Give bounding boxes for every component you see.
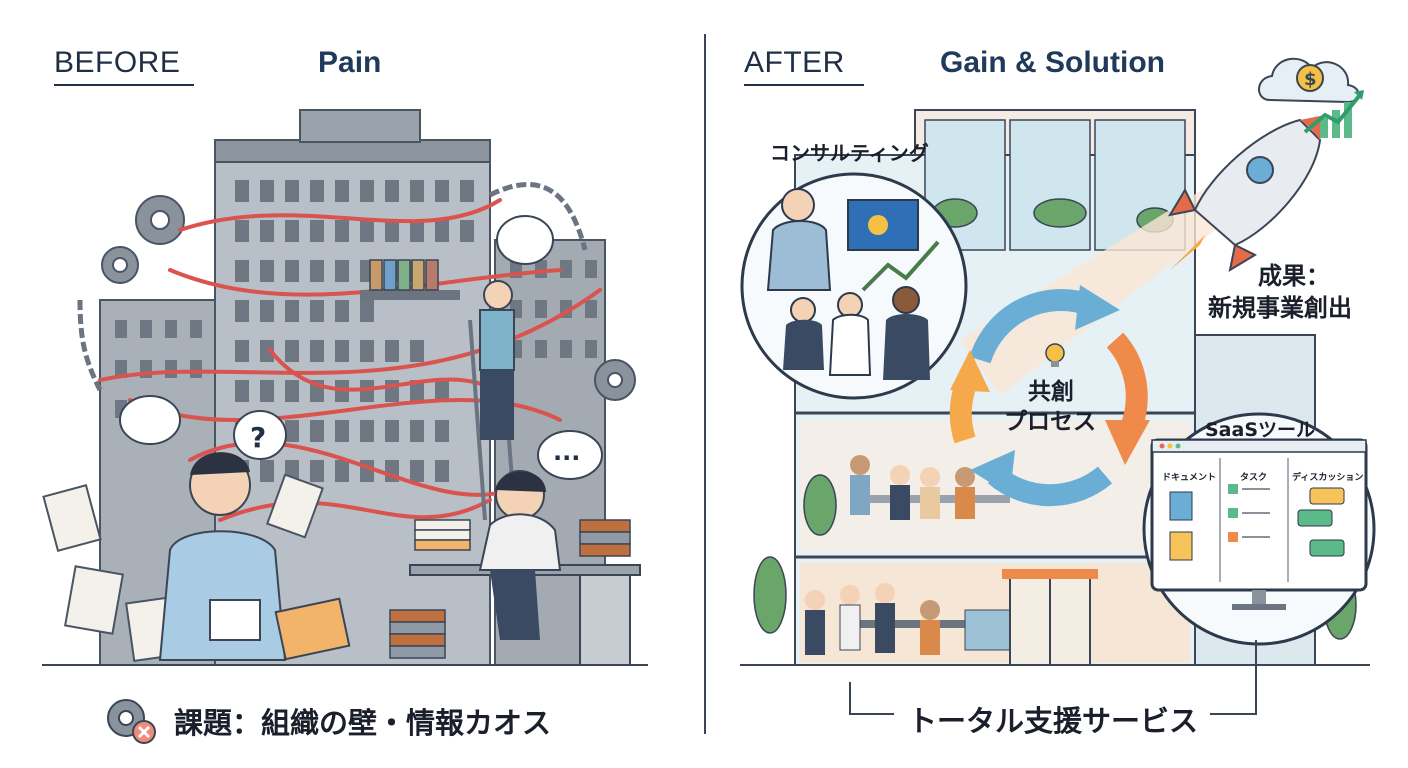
after-tag: AFTER [744, 46, 845, 79]
svg-text:$: $ [1304, 69, 1317, 90]
before-title: Pain [318, 46, 382, 79]
saas-col-documents: ドキュメント [1162, 473, 1217, 483]
gear-error-icon [107, 699, 156, 744]
gear-icon [101, 195, 636, 401]
team-meeting-figures [850, 455, 1010, 520]
result-label-2: 新規事業創出 [1208, 294, 1352, 322]
caption-bracket-right-h [1210, 713, 1257, 715]
cocreation-label-1: 共創 [1028, 379, 1074, 405]
svg-text:...: ... [553, 438, 580, 466]
before-caption: 課題：組織の壁・情報カオス [174, 706, 552, 740]
after-caption: トータル支援サービス [908, 704, 1199, 738]
after-ground-line [740, 664, 1370, 666]
saas-label: SaaSツール [1205, 419, 1316, 441]
cocreation-cycle [949, 285, 1150, 507]
svg-text:?: ? [250, 421, 266, 454]
saas-col-tasks: タスク [1240, 473, 1268, 483]
before-tag-underline [54, 84, 194, 86]
cocreation-label-2: プロセス [1004, 409, 1096, 435]
result-label-1: 成果： [1258, 262, 1330, 290]
caption-bracket-left-h [849, 713, 894, 715]
before-illustration: ? ... [42, 109, 641, 666]
consulting-label: コンサルティング [770, 141, 929, 165]
after-title: Gain & Solution [940, 46, 1165, 79]
consulting-circle [740, 172, 968, 400]
saas-col-discussion: ディスカッション [1292, 473, 1364, 483]
caption-bracket-right [1255, 640, 1257, 714]
desk-worker-figure [409, 470, 641, 666]
caption-bracket-left [849, 682, 851, 714]
stressed-worker-figure [158, 452, 287, 661]
cloud-dollar-icon: $ [1258, 57, 1364, 138]
saas-circle [1142, 412, 1376, 646]
panel-divider [704, 34, 706, 734]
before-tag: BEFORE [54, 46, 181, 79]
after-tag-underline [744, 84, 864, 86]
before-ground-line [42, 664, 648, 666]
team-discussion-figures [805, 583, 1026, 655]
